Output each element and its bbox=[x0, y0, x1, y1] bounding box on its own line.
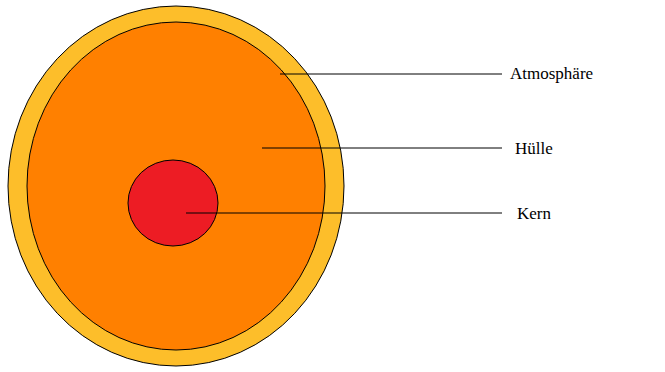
atmosphere-layer bbox=[8, 6, 344, 366]
envelope-layer bbox=[27, 22, 325, 350]
layer-label: Kern bbox=[517, 204, 551, 224]
leader-line bbox=[186, 213, 502, 214]
leader-line bbox=[262, 148, 502, 149]
layer-label: Atmosphäre bbox=[510, 64, 593, 84]
leader-line bbox=[280, 74, 502, 75]
core-layer bbox=[128, 160, 218, 246]
layer-label: Hülle bbox=[515, 139, 553, 159]
